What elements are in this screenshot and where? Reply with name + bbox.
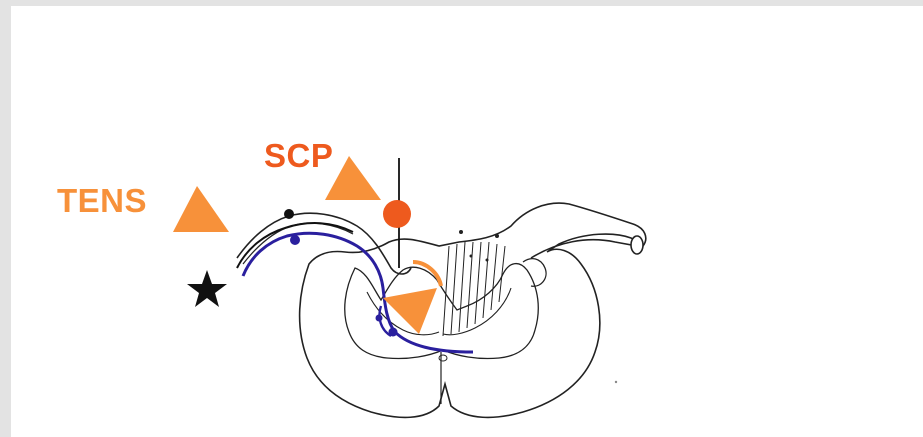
scp-label: SCP bbox=[264, 137, 333, 175]
black-fiber-soma bbox=[284, 209, 294, 219]
black-fiber bbox=[237, 223, 353, 268]
tens-triangle-icon bbox=[173, 186, 229, 232]
central-canal-opening bbox=[439, 355, 447, 361]
dorsal-column-fibers bbox=[443, 242, 505, 336]
afferent-terminal bbox=[389, 328, 398, 337]
scp-triangle-icon bbox=[325, 156, 381, 200]
dorsal-root-right-cap bbox=[631, 236, 643, 254]
afferent-soma bbox=[290, 235, 300, 245]
figure-canvas: TENS SCP bbox=[11, 6, 923, 437]
ventral-root-right bbox=[523, 259, 546, 287]
scp-electrode-dot-icon bbox=[383, 200, 411, 228]
spinal-cord-diagram bbox=[11, 6, 923, 437]
gray-matter bbox=[345, 264, 539, 359]
dorsal-root-right bbox=[531, 240, 637, 258]
stray-dot bbox=[615, 381, 617, 383]
spinal-cord-outline bbox=[300, 203, 646, 417]
scp-curved-arrow bbox=[413, 262, 441, 286]
tens-label: TENS bbox=[57, 182, 147, 220]
afferent-terminal-2 bbox=[376, 315, 383, 322]
afferent-fiber bbox=[243, 233, 473, 352]
stimulus-star-icon bbox=[187, 270, 227, 307]
